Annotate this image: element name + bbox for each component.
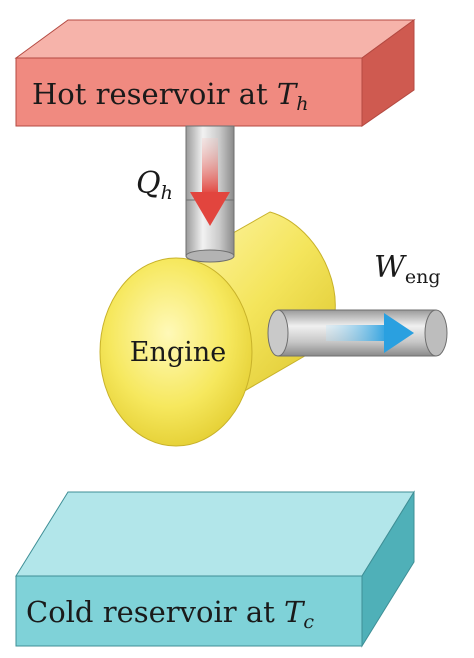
hot-reservoir-front: [15, 57, 363, 127]
heat-input-arrow: [190, 138, 230, 226]
hot-reservoir-top: [14, 19, 416, 59]
work-output-label: Weng: [374, 250, 441, 288]
engine-label: Engine: [130, 337, 226, 368]
cold-reservoir-label: Cold reservoir at Tc: [26, 595, 314, 633]
work-output-arrow: [326, 313, 414, 353]
heat-input-pipe-front: [185, 199, 235, 263]
engine-face: [99, 257, 253, 447]
hot-reservoir: Hot reservoir at Th: [14, 19, 416, 127]
cold-reservoir: Cold reservoir at Tc: [15, 490, 415, 648]
hot-reservoir-label: Hot reservoir at Th: [32, 77, 309, 115]
cold-reservoir-front: [15, 575, 363, 647]
cold-reservoir-top: [15, 491, 415, 577]
heat-input-label: Qh: [136, 166, 173, 204]
